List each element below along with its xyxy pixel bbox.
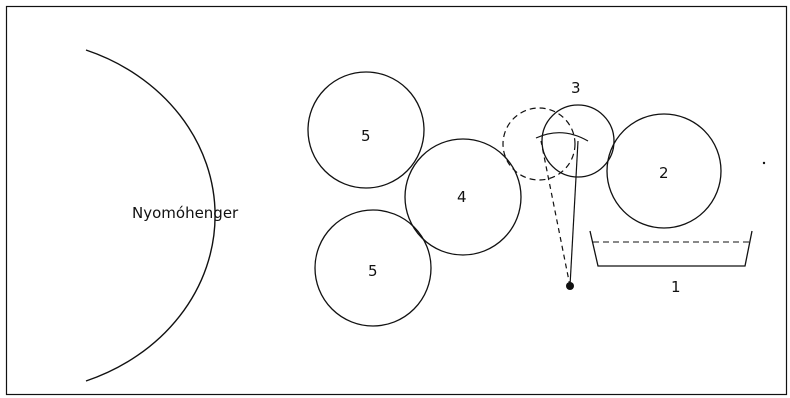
- pivot-point: [566, 282, 574, 290]
- impression-cylinder-label: Nyomóhenger: [132, 204, 239, 222]
- fountain-label: 1: [671, 278, 681, 296]
- roller-5-top-label: 5: [361, 127, 371, 145]
- roller-2-label: 2: [659, 164, 669, 182]
- diagram-frame: [5, 5, 788, 396]
- form-roller-bottom-circle: [314, 209, 432, 327]
- roller-5-bottom-label: 5: [368, 262, 378, 280]
- ductor-swing-arc: [535, 132, 589, 142]
- speck-mark: [762, 161, 766, 165]
- roller-4-label: 4: [457, 188, 467, 206]
- ink-fountain-trough: [589, 230, 753, 267]
- form-roller-top-circle: [307, 71, 425, 189]
- ductor-arm-alt-line: [540, 140, 571, 287]
- impression-cylinder-arc: [85, 49, 216, 382]
- ductor-roller-circle: [541, 104, 615, 178]
- distributor-roller-circle: [404, 138, 522, 256]
- ductor-arm-line: [569, 140, 579, 287]
- roller-3-label: 3: [571, 79, 581, 97]
- fountain-roller-circle: [606, 113, 722, 229]
- ductor-roller-alt-position-circle: [502, 107, 576, 181]
